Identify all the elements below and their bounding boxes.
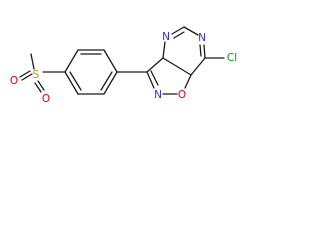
bond-s-o-bottom-a: [37, 80, 45, 91]
atom-labels: S O O N N N O Cl: [10, 31, 237, 105]
bond-n4-c5-double: [173, 31, 185, 39]
bond-c3-n-double: [150, 70, 159, 86]
bond-n6-c7: [203, 44, 206, 59]
bond-c3-n: [146, 71, 155, 89]
bond-s-o-top-b: [21, 73, 33, 81]
atom-o-sulfonyl-top: O: [10, 75, 18, 87]
bond-s-o-top-a: [19, 70, 31, 78]
bond-benzene-1: [64, 49, 79, 73]
bond-c3a-n4: [162, 41, 166, 59]
atom-s-sulfonyl: S: [33, 69, 40, 81]
bond-benzene-6: [64, 71, 79, 95]
bond-n4-c5: [171, 26, 185, 35]
bond-benzene-inner-2: [100, 71, 113, 91]
bond-s-o-bottom-b: [34, 82, 42, 93]
bond-c7-c7a: [190, 57, 206, 76]
bonds: [19, 26, 225, 95]
bond-methyl-s: [30, 53, 35, 70]
atom-n-pyrimidine-right: N: [198, 32, 206, 44]
bond-benzene-inner-3: [69, 71, 82, 91]
bond-c5-n6: [183, 26, 199, 36]
bond-c3-c3a: [146, 57, 164, 73]
bond-benzene-4: [103, 71, 118, 95]
atom-n-isoxazole: N: [154, 89, 162, 101]
atom-n-pyrimidine-left: N: [162, 31, 170, 43]
bond-n6-c7-double: [199, 44, 202, 57]
bond-benzene-3: [103, 49, 118, 73]
molecule-structure: S O O N N N O Cl: [10, 26, 237, 105]
atom-o-sulfonyl-bottom: O: [42, 93, 50, 105]
atom-cl: Cl: [227, 52, 237, 64]
atom-o-isoxazole: O: [178, 89, 186, 101]
bond-o-c7a: [184, 74, 192, 89]
bond-c3a-c7a: [162, 57, 192, 76]
